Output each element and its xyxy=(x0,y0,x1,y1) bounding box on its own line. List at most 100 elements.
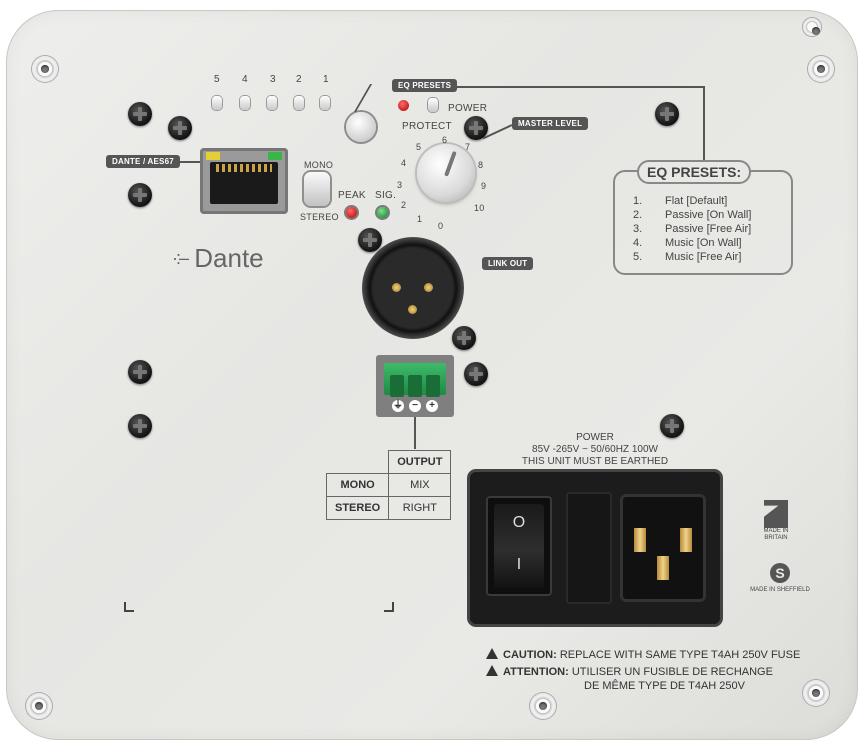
eq-presets-button[interactable] xyxy=(346,112,376,142)
preset-number-5: 5 xyxy=(214,74,220,85)
caution-text: REPLACE WITH SAME TYPE T4AH 250V FUSE xyxy=(559,649,801,661)
power-led-label: POWER xyxy=(448,103,488,114)
xlr-pin-1 xyxy=(392,283,401,292)
table-row: STEREO RIGHT xyxy=(325,496,452,520)
preset-led-5 xyxy=(212,96,222,110)
link-out-tag: LINK OUT xyxy=(482,257,534,270)
eq-presets-tag-line xyxy=(454,86,704,88)
screw xyxy=(168,116,192,140)
sig-led xyxy=(377,207,388,218)
list-item: 5. Music [Free Air] xyxy=(633,250,751,264)
dante-logo: ·:– Dante xyxy=(172,243,264,274)
mounting-hole-top-left xyxy=(32,56,58,82)
list-item: 3.Passive [Free Air] xyxy=(633,222,751,236)
dial-0: 0 xyxy=(438,221,444,231)
output-terminal-block[interactable]: ⏚ − + xyxy=(376,355,454,417)
iec-pin-earth xyxy=(657,556,669,580)
preset-led-2 xyxy=(294,96,304,110)
attention-line: ATTENTION: UTILISER UN FUSIBLE DE RECHAN… xyxy=(486,665,773,678)
dante-aes67-tag: DANTE / AES67 xyxy=(106,155,180,168)
plus-symbol-icon: + xyxy=(426,400,438,412)
screw xyxy=(128,360,152,384)
screw xyxy=(128,414,152,438)
made-in-sheffield-text: MADE IN SHEFFIELD xyxy=(750,587,810,593)
output-value: RIGHT xyxy=(388,496,452,520)
eq-item-num: 5. xyxy=(633,251,643,263)
terminal-leader xyxy=(414,417,416,449)
output-mode: STEREO xyxy=(325,496,390,520)
preset-number-1: 1 xyxy=(323,74,329,85)
rocker-off-symbol: O xyxy=(512,514,526,531)
mono-stereo-switch[interactable] xyxy=(304,172,330,206)
rocker-on-symbol: I xyxy=(516,556,522,573)
mounting-hole-bottom-center xyxy=(530,693,556,719)
warning-triangle-icon xyxy=(486,665,498,676)
ground-symbol-icon: ⏚ xyxy=(392,400,404,412)
terminal-slot xyxy=(390,375,404,397)
knob-indicator xyxy=(444,150,457,177)
screw xyxy=(655,102,679,126)
master-level-knob[interactable] xyxy=(417,144,475,202)
dial-6: 6 xyxy=(442,135,448,145)
warning-triangle-icon xyxy=(486,648,498,659)
corner-mark xyxy=(124,602,134,612)
screw xyxy=(464,362,488,386)
output-table: OUTPUT MONO MIX STEREO RIGHT xyxy=(325,450,452,520)
protect-led xyxy=(398,100,409,111)
eq-item-label: Passive [On Wall] xyxy=(665,209,752,221)
terminal-slot xyxy=(426,375,440,397)
protect-label: PROTECT xyxy=(402,121,452,132)
dante-logo-text: Dante xyxy=(194,243,264,273)
power-earth-warning: THIS UNIT MUST BE EARTHED xyxy=(521,456,669,467)
caution-label: CAUTION: xyxy=(503,649,557,661)
screw xyxy=(358,228,382,252)
corner-mark xyxy=(384,602,394,612)
screw xyxy=(128,102,152,126)
dante-rj45-port[interactable] xyxy=(200,148,288,214)
dial-2: 2 xyxy=(401,200,407,210)
made-in-britain-text: MADE IN BRITAIN xyxy=(763,528,789,541)
terminal-green-plug xyxy=(384,363,446,397)
master-level-tag: MASTER LEVEL xyxy=(512,117,589,130)
screw xyxy=(660,414,684,438)
preset-number-3: 3 xyxy=(270,74,276,85)
preset-led-3 xyxy=(267,96,277,110)
fuse-drawer[interactable] xyxy=(566,492,612,604)
stereo-label: STEREO xyxy=(300,212,339,222)
power-rocker-switch[interactable]: O I xyxy=(486,496,552,596)
iec-power-socket[interactable] xyxy=(620,494,706,602)
dante-aes67-leader xyxy=(180,161,202,163)
output-table-header-row: OUTPUT xyxy=(327,450,452,474)
made-in-britain-badge: MADE IN BRITAIN xyxy=(758,500,794,542)
peak-label: PEAK xyxy=(338,190,366,201)
link-out-xlr-connector[interactable] xyxy=(362,237,464,339)
attention-label: ATTENTION: xyxy=(503,666,569,678)
power-led xyxy=(428,98,438,112)
eq-legend-list: 1.Flat [Default] 2.Passive [On Wall] 3.P… xyxy=(633,194,751,264)
eq-item-num: 2. xyxy=(633,209,643,221)
caution-line: CAUTION: REPLACE WITH SAME TYPE T4AH 250… xyxy=(486,648,800,661)
screw xyxy=(452,326,476,350)
power-title: POWER xyxy=(576,432,614,443)
rocker-face: O I xyxy=(494,504,544,588)
peak-led xyxy=(346,207,357,218)
minus-symbol-icon: − xyxy=(409,400,421,412)
power-spec: 85V -265V ~ 50/60HZ 100W xyxy=(532,444,658,455)
dial-3: 3 xyxy=(397,180,403,190)
xlr-pin-2 xyxy=(424,283,433,292)
dial-1: 1 xyxy=(417,214,423,224)
eq-item-num: 3. xyxy=(633,223,643,235)
eq-item-label: Flat [Default] xyxy=(665,195,728,207)
iec-pin-right xyxy=(680,528,692,552)
output-table-header: OUTPUT xyxy=(388,450,452,474)
eq-item-num: 4. xyxy=(633,237,643,249)
attention-text: UTILISER UN FUSIBLE DE RECHANGE xyxy=(571,666,773,678)
dial-5: 5 xyxy=(416,142,422,152)
rj45-led-yellow xyxy=(206,152,220,160)
preset-led-4 xyxy=(240,96,250,110)
eq-item-label: Music [On Wall] xyxy=(665,237,742,249)
dial-10: 10 xyxy=(474,203,485,213)
rj45-pins xyxy=(216,164,272,172)
xlr-pin-3 xyxy=(408,305,417,314)
eq-item-label: Music [Free Air] xyxy=(665,251,742,263)
